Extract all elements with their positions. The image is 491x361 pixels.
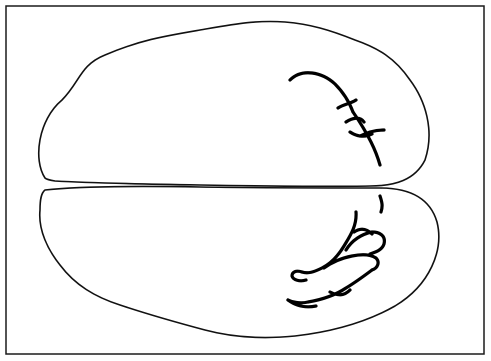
upper-right-branching-stroke [290,73,384,165]
image-frame [6,6,484,354]
lower-right-bottom-stroke [288,270,372,307]
lower-right-branching-stroke [292,196,384,281]
upper-hemisphere-outline [39,21,429,186]
